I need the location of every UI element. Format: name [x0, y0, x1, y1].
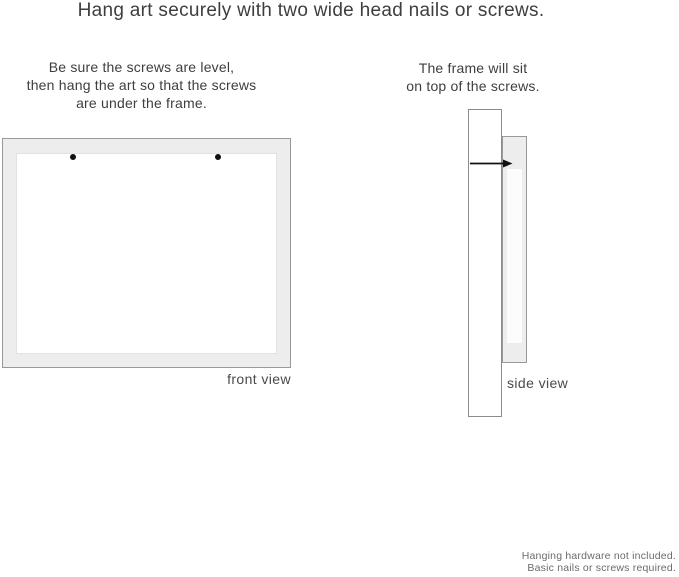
front-instruction-text: Be sure the screws are level, then hang … — [0, 58, 283, 112]
footer-line: Hanging hardware not included. — [521, 550, 676, 562]
nail-head-left-icon — [70, 154, 76, 160]
front-view-label: front view — [227, 371, 291, 387]
nail-icon — [470, 159, 513, 168]
instruction-line: are under the frame. — [76, 95, 207, 111]
page-title: Hang art securely with two wide head nai… — [77, 0, 545, 21]
instruction-line: The frame will sit — [418, 60, 528, 76]
frame-side-inner — [507, 169, 522, 343]
side-instruction-text: The frame will sit on top of the screws. — [373, 59, 573, 95]
wall-strip — [468, 109, 502, 417]
instruction-line: then hang the art so that the screws — [26, 77, 257, 93]
footer-line: Basic nails or screws required. — [527, 561, 676, 574]
nail-head-right-icon — [215, 154, 221, 160]
instruction-line: on top of the screws. — [406, 78, 540, 94]
side-view-label: side view — [507, 375, 569, 391]
footer-note: Hanging hardware not included. Basic nai… — [521, 550, 676, 574]
frame-front-inner-canvas — [16, 153, 277, 354]
instruction-line: Be sure the screws are level, — [48, 59, 235, 75]
